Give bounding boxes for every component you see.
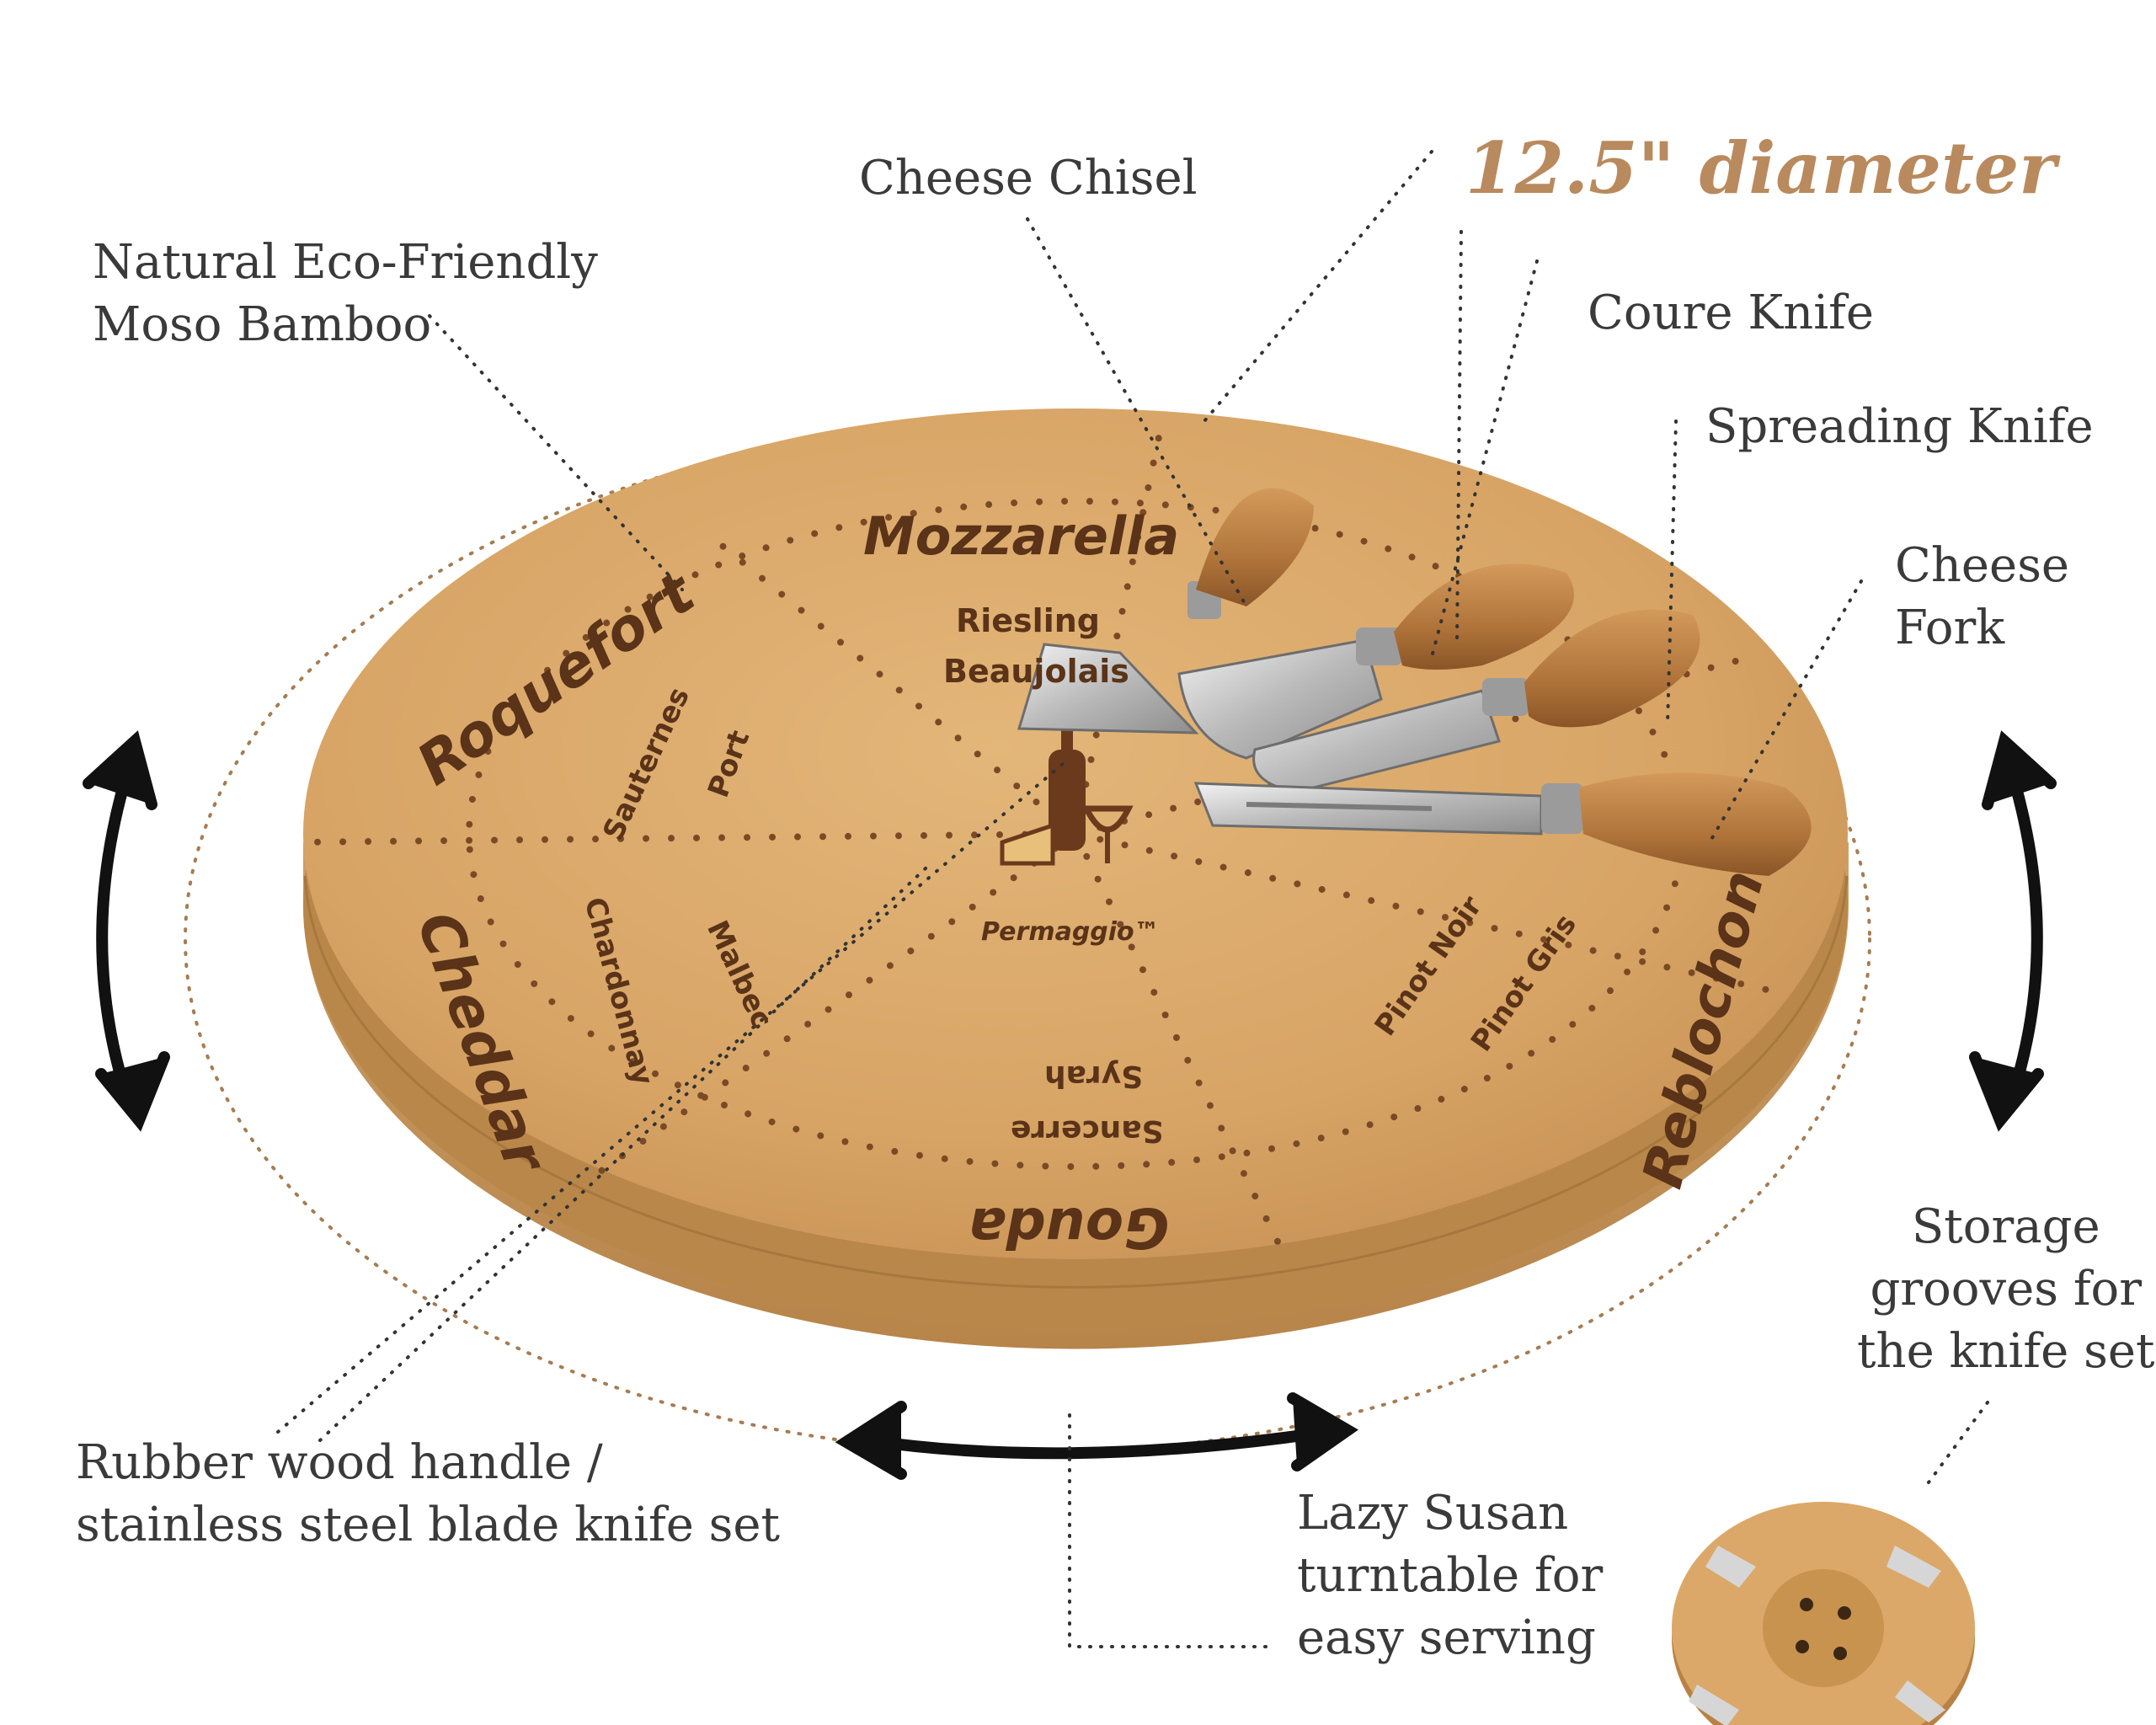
engraving-beaujolais: Beaujolais xyxy=(943,653,1129,690)
engraving-gouda: Gouda xyxy=(969,1195,1170,1260)
callout-fork-line2: Fork xyxy=(1895,601,2005,655)
callout-lazy-susan: Lazy Susan turntable for easy serving xyxy=(1297,1482,1603,1669)
callout-cheese-chisel: Cheese Chisel xyxy=(859,151,1198,206)
callout-coure-knife: Coure Knife xyxy=(1588,286,1875,340)
callout-storage-line2: grooves for xyxy=(1870,1262,2143,1316)
callout-bamboo-line2: Moso Bamboo xyxy=(93,297,432,352)
brand-logo xyxy=(1000,729,1134,866)
rotate-left-arrow xyxy=(83,730,170,1132)
callout-fork-line1: Cheese xyxy=(1895,538,2070,593)
engraving-syrah: Syrah xyxy=(1044,1059,1144,1093)
callout-rubber-line1: Rubber wood handle / xyxy=(76,1435,603,1490)
cheese-chisel-icon xyxy=(1017,488,1314,734)
callout-lazy-line2: turntable for xyxy=(1297,1548,1604,1603)
engraving-brand: Permaggio™ xyxy=(981,917,1160,947)
storage-inset xyxy=(1672,1502,1975,1725)
callout-rubber-handle: Rubber wood handle / stainless steel bla… xyxy=(76,1432,780,1557)
callout-storage-line3: the knife set xyxy=(1857,1324,2155,1379)
callout-bamboo-line1: Natural Eco-Friendly xyxy=(93,235,598,290)
callout-storage: Storage grooves for the knife set xyxy=(1857,1196,2154,1383)
callout-spreading-knife: Spreading Knife xyxy=(1705,399,2094,454)
rotate-bottom-arrow xyxy=(835,1392,1358,1480)
callout-bamboo: Natural Eco-Friendly Moso Bamboo xyxy=(93,232,598,356)
callout-cheese-fork: Cheese Fork xyxy=(1895,535,2069,660)
callout-lazy-line1: Lazy Susan xyxy=(1297,1486,1569,1541)
engraving-sancerre: Sancerre xyxy=(1011,1114,1164,1148)
coure-knife-icon xyxy=(1177,563,1574,760)
engraving-mozzarella: Mozzarella xyxy=(863,505,1180,567)
callout-rubber-line2: stainless steel blade knife set xyxy=(76,1498,781,1552)
rotate-right-arrow xyxy=(1969,730,2057,1132)
callout-lazy-line3: easy serving xyxy=(1297,1610,1596,1665)
diameter-headline: 12.5" diameter xyxy=(1465,126,2057,210)
cheese-fork-icon xyxy=(1193,772,1812,876)
callout-storage-line1: Storage xyxy=(1911,1199,2100,1254)
engraving-riesling: Riesling xyxy=(956,602,1100,639)
spreading-knife-icon xyxy=(1252,609,1700,793)
leader-lines xyxy=(276,150,1989,1648)
